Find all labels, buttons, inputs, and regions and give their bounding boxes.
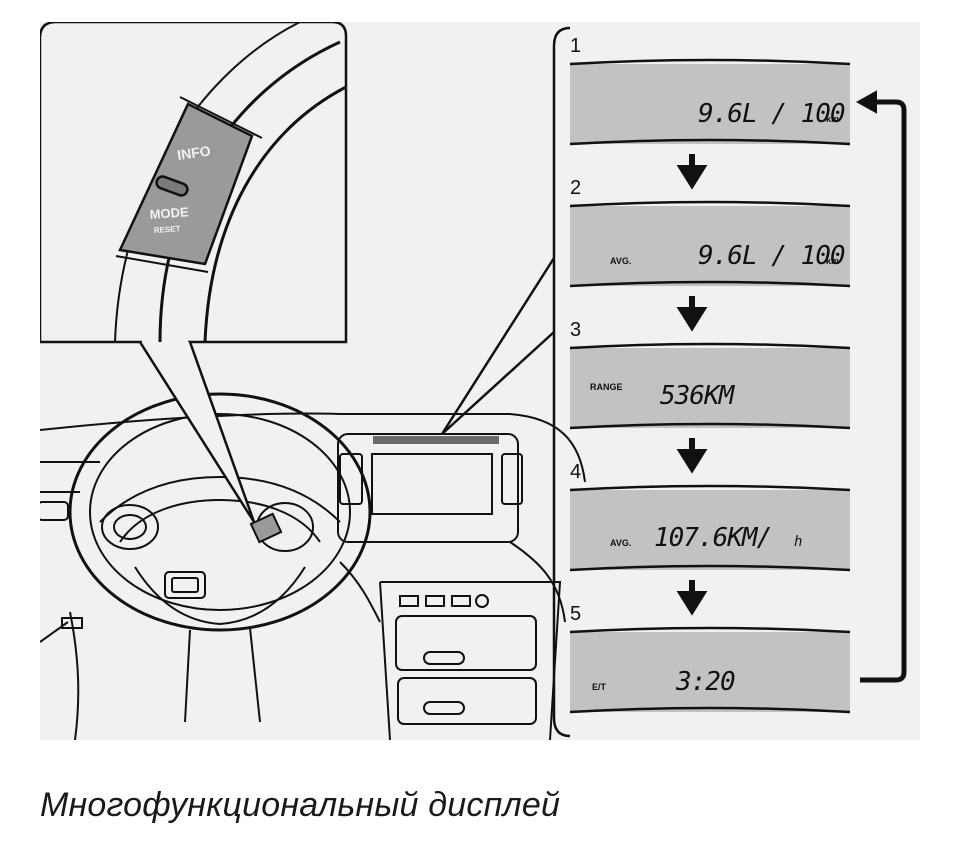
steering-wheel — [68, 392, 372, 632]
screen-3-value: 536KM — [660, 381, 736, 411]
info-label: INFO — [176, 142, 211, 163]
info-mode-button-location — [249, 512, 283, 544]
screen-4-number: 4 — [570, 461, 581, 483]
screen-5-value: 3:20 — [675, 667, 735, 697]
screen-2-label: AVG. — [610, 256, 631, 266]
screen-4-value: 107.6KM/ — [654, 523, 771, 553]
multifunction-display-diagram: INFO MODE RESET 1 9.6L / 100 km 2 AVG. 9… — [40, 22, 920, 740]
screen-4-label: AVG. — [610, 538, 631, 548]
dashboard-illustration — [40, 392, 586, 740]
arrow-2-to-3 — [676, 296, 708, 332]
screen-3-display — [570, 348, 850, 428]
screen-5-number: 5 — [570, 603, 581, 625]
arrow-3-to-4 — [676, 438, 708, 474]
screen-5-display — [570, 632, 850, 712]
screen-2-number: 2 — [570, 177, 581, 199]
info-mode-toggle — [155, 175, 189, 197]
screen-3-label: RANGE — [590, 382, 623, 392]
diagram-caption: Многофункциональный дисплей — [40, 786, 561, 824]
screen-1-number: 1 — [570, 35, 581, 57]
screen-5-label: E/T — [592, 682, 607, 692]
arrow-1-to-2 — [676, 154, 708, 190]
screen-2-unit: km — [826, 256, 839, 266]
multi-info-display-location — [373, 436, 499, 444]
screen-2-display — [570, 206, 850, 286]
mode-label: MODE — [149, 204, 189, 222]
screens-panel: 1 9.6L / 100 km 2 AVG. 9.6L / 100 km 3 R… — [552, 26, 907, 738]
screen-4-display — [570, 490, 850, 570]
arrow-4-to-5 — [676, 580, 708, 616]
screen-4-unit: h — [794, 534, 802, 550]
screen-1-display — [570, 64, 850, 144]
return-arrow-5-to-1 — [860, 99, 907, 683]
screen-1-value: 9.6L / 100 — [698, 99, 845, 129]
screen-2-value: 9.6L / 100 — [698, 241, 845, 271]
reset-label: RESET — [154, 224, 181, 235]
button-callout: INFO MODE RESET — [40, 22, 348, 523]
screen-3-number: 3 — [570, 319, 581, 341]
screen-1-unit: km — [826, 114, 839, 124]
display-callout-pointer — [440, 257, 556, 435]
